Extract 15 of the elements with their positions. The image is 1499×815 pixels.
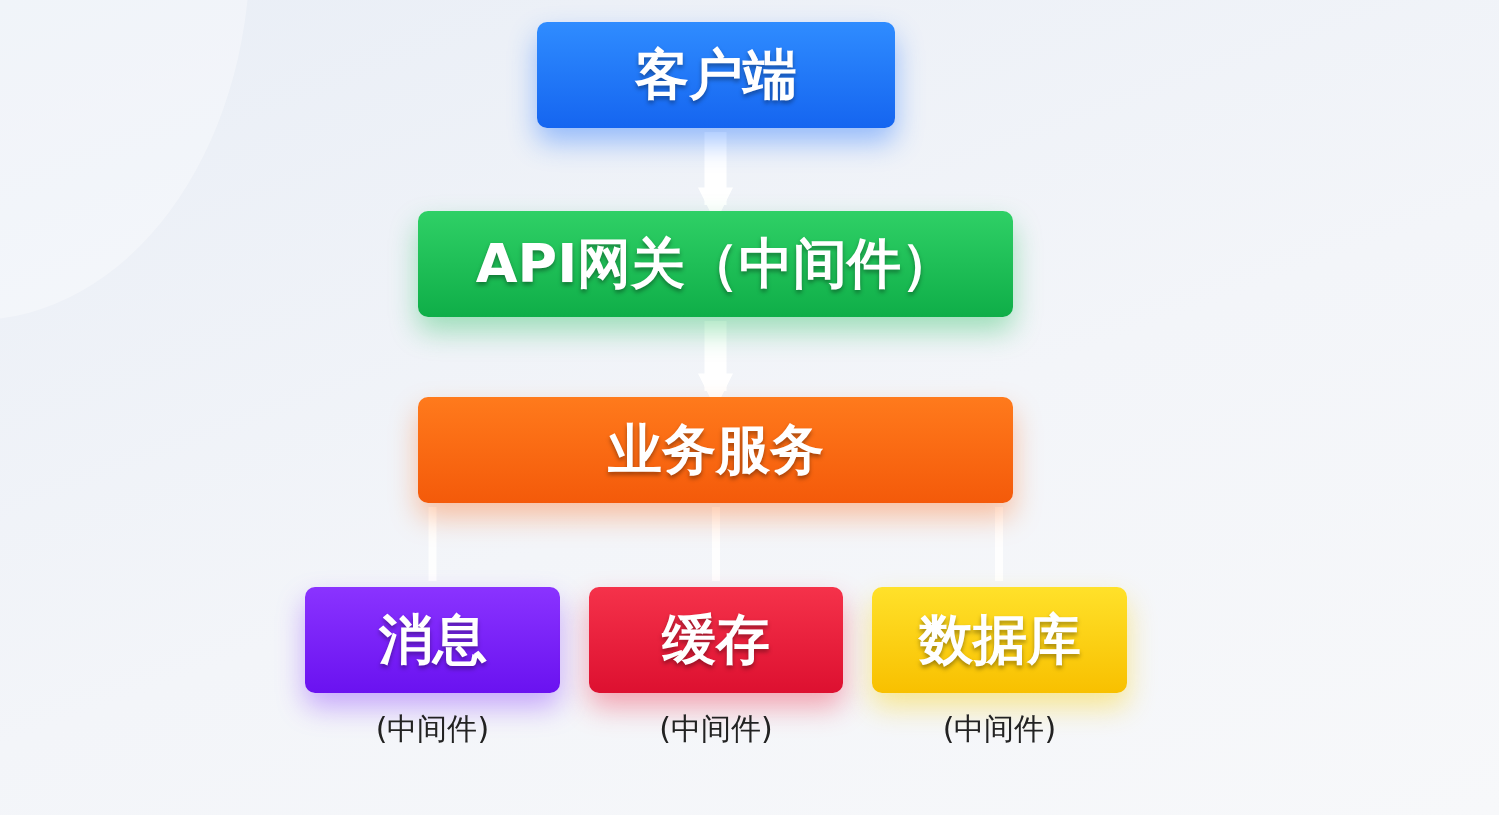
node-caption: (中间件)	[374, 710, 491, 748]
connector-line	[995, 507, 1003, 581]
process-box	[418, 397, 1013, 503]
node-caption: (中间件)	[658, 710, 774, 748]
box-label: 消息	[378, 606, 487, 673]
box-label: API网关（中间件）	[475, 230, 956, 297]
node-caption: (中间件)	[941, 710, 1058, 748]
process-box	[418, 211, 1013, 317]
process-box	[537, 22, 895, 128]
box-label: 缓存	[662, 606, 770, 673]
box-label: 数据库	[918, 606, 1081, 673]
box-label: 业务服务	[607, 416, 824, 483]
box-label: 客户端	[635, 41, 797, 108]
connector-line	[712, 507, 720, 581]
connector-line	[428, 507, 437, 581]
